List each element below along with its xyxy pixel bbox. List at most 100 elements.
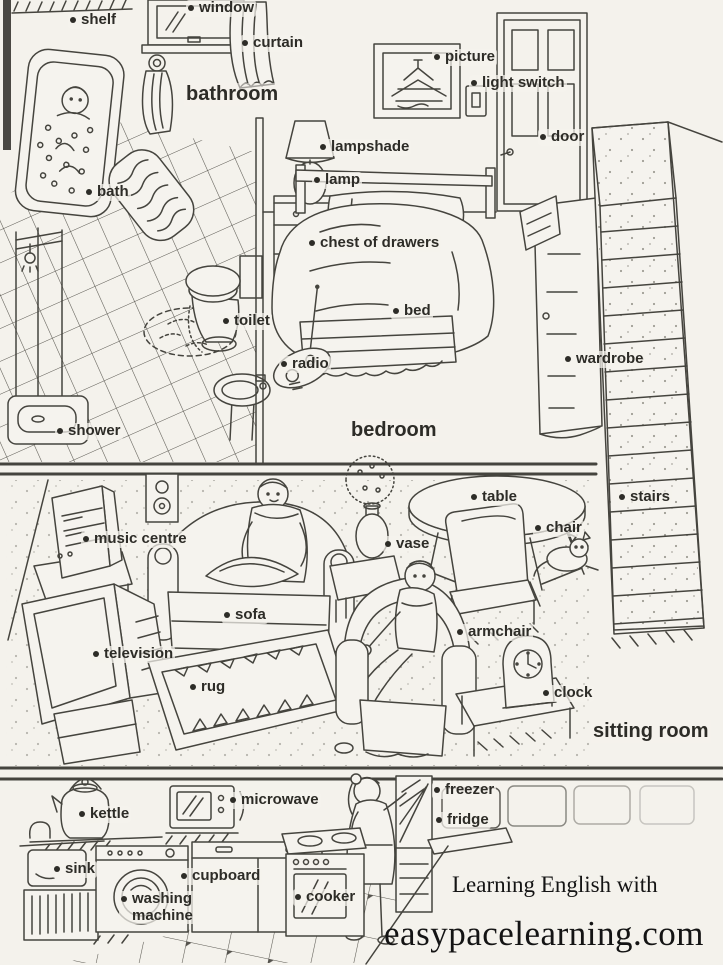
object-label-picture: picture bbox=[432, 48, 498, 66]
bullet-icon bbox=[471, 494, 477, 500]
bullet-icon bbox=[121, 896, 127, 902]
bullet-icon bbox=[190, 684, 196, 690]
object-label-sofa: sofa bbox=[222, 606, 268, 624]
bullet-icon bbox=[281, 361, 287, 367]
bullet-icon bbox=[471, 80, 477, 86]
object-label-chair: chair bbox=[533, 519, 584, 537]
left-wall bbox=[3, 0, 11, 150]
object-label-text: curtain bbox=[253, 34, 304, 51]
microwave-drawing bbox=[165, 785, 245, 845]
armchair-drawing bbox=[334, 560, 477, 758]
brand-tagline: Learning English with bbox=[452, 872, 658, 897]
object-label-door: door bbox=[538, 128, 587, 146]
object-label-text: shower bbox=[68, 422, 121, 439]
object-label-radio: radio bbox=[279, 355, 331, 373]
bullet-icon bbox=[540, 134, 546, 140]
object-label-text: cooker bbox=[306, 888, 356, 905]
speaker-drawing bbox=[145, 473, 179, 523]
object-label-shower: shower bbox=[55, 422, 123, 440]
bullet-icon bbox=[224, 612, 230, 618]
object-label-text: door bbox=[551, 128, 585, 145]
bullet-icon bbox=[543, 690, 549, 696]
object-label-text: sofa bbox=[235, 606, 266, 623]
sitting-room-left-wall bbox=[7, 479, 49, 641]
object-label-text: bath bbox=[97, 183, 129, 200]
bath-mat-drawing bbox=[108, 149, 195, 242]
object-label-armchair: armchair bbox=[455, 623, 534, 641]
bullet-icon bbox=[70, 17, 76, 23]
object-label-bath: bath bbox=[84, 183, 131, 201]
object-label-text: lamp bbox=[325, 171, 361, 188]
object-label-text: cupboard bbox=[192, 867, 261, 884]
bullet-icon bbox=[619, 494, 625, 500]
object-label-text: stairs bbox=[630, 488, 671, 505]
object-label-text: sink bbox=[65, 860, 96, 877]
object-label-text: vase bbox=[396, 535, 430, 552]
object-label-lampshade: lampshade bbox=[318, 138, 412, 156]
object-label-cupboard: cupboard bbox=[179, 867, 263, 885]
object-label-table: table bbox=[469, 488, 520, 506]
object-label-text: chair bbox=[546, 519, 582, 536]
object-label-freezer: freezer bbox=[432, 781, 497, 799]
object-label-text: microwave bbox=[241, 791, 319, 808]
object-label-text: freezer bbox=[445, 781, 495, 798]
bullet-icon bbox=[314, 177, 320, 183]
bath-drawing bbox=[14, 48, 125, 218]
shelf-drawing bbox=[11, 0, 133, 14]
object-label-toilet: toilet bbox=[221, 312, 272, 330]
bullet-icon bbox=[181, 873, 187, 879]
object-label-text: music centre bbox=[94, 530, 187, 547]
object-label-chest-of-drawers: chest of drawers bbox=[307, 234, 442, 252]
object-label-text: fridge bbox=[447, 811, 489, 828]
brand-website: easypacelearning.com bbox=[384, 914, 704, 953]
room-label-sitting-room: sitting room bbox=[591, 720, 711, 743]
bullet-icon bbox=[320, 144, 326, 150]
kitchen-boundary-line bbox=[365, 845, 449, 965]
bullet-icon bbox=[535, 525, 541, 531]
object-label-text: lampshade bbox=[331, 138, 410, 155]
bullet-icon bbox=[436, 817, 442, 823]
bullet-icon bbox=[54, 866, 60, 872]
bullet-icon bbox=[385, 541, 391, 547]
towel-drawing bbox=[141, 54, 174, 135]
bullet-icon bbox=[86, 189, 92, 195]
object-label-stairs: stairs bbox=[617, 488, 673, 506]
object-label-text: kettle bbox=[90, 805, 130, 822]
bullet-icon bbox=[223, 318, 229, 324]
bullet-icon bbox=[393, 308, 399, 314]
object-label-text: wardrobe bbox=[576, 350, 644, 367]
object-label-text: shelf bbox=[81, 11, 117, 28]
object-label-clock: clock bbox=[541, 684, 595, 702]
bullet-icon bbox=[434, 787, 440, 793]
object-label-curtain: curtain bbox=[240, 34, 306, 52]
bullet-icon bbox=[295, 894, 301, 900]
object-label-text: picture bbox=[445, 48, 496, 65]
object-label-fridge: fridge bbox=[434, 811, 491, 829]
bullet-icon bbox=[309, 240, 315, 246]
kitchen-counter-edge bbox=[427, 827, 513, 855]
bullet-icon bbox=[57, 428, 63, 434]
object-label-text: table bbox=[482, 488, 518, 505]
object-label-cooker: cooker bbox=[293, 888, 358, 906]
object-label-sink: sink bbox=[52, 860, 98, 878]
object-label-shelf: shelf bbox=[68, 11, 119, 29]
object-label-text: washing machine bbox=[132, 890, 193, 924]
object-label-text: armchair bbox=[468, 623, 532, 640]
stairs-drawing bbox=[591, 121, 723, 649]
room-label-bathroom: bathroom bbox=[184, 83, 281, 106]
bullet-icon bbox=[188, 5, 194, 11]
object-label-text: clock bbox=[554, 684, 593, 701]
object-label-text: rug bbox=[201, 678, 226, 695]
object-label-text: window bbox=[199, 0, 254, 16]
object-label-light-switch: light switch bbox=[469, 74, 567, 92]
object-label-television: television bbox=[91, 645, 176, 663]
object-label-wardrobe: wardrobe bbox=[563, 350, 646, 368]
bullet-icon bbox=[457, 629, 463, 635]
bullet-icon bbox=[83, 536, 89, 542]
object-label-text: television bbox=[104, 645, 174, 662]
bullet-icon bbox=[565, 356, 571, 362]
wardrobe-drawing bbox=[519, 195, 603, 439]
object-label-text: light switch bbox=[482, 74, 565, 91]
